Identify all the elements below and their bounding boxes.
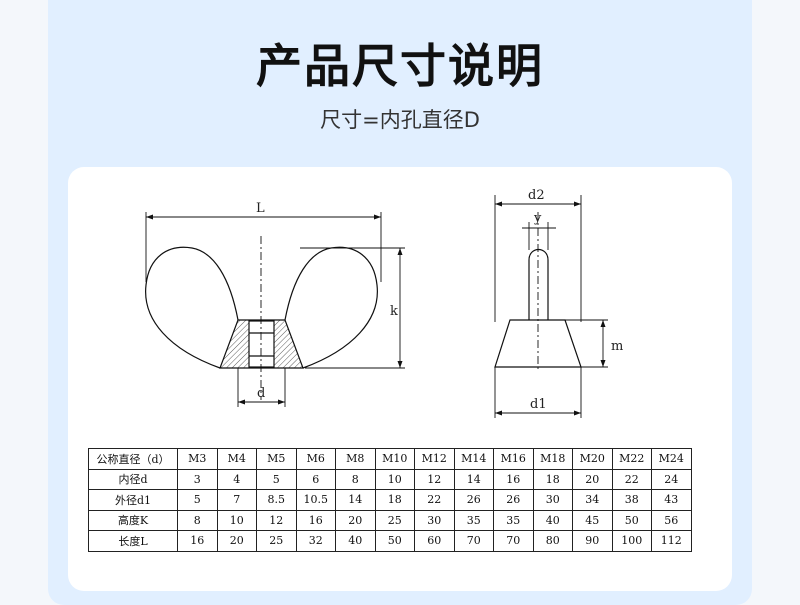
spec-table: 公称直径（d） M3 M4 M5 M6 M8 M10 M12 M14 M16 M… [88,448,692,552]
table-row: 高度K 8 10 12 16 20 25 30 35 35 40 45 50 5… [88,509,692,531]
table-cell: 14 [335,489,376,511]
table-cell: 32 [295,530,336,552]
table-cell: 38 [611,489,652,511]
row-label: 内径d [88,468,178,490]
table-header-cell: M14 [453,448,494,470]
table-cell: 70 [493,530,534,552]
table-header-cell: M24 [651,448,692,470]
table-header-label: 公称直径（d） [88,448,178,470]
label-m: m [611,339,623,354]
table-header-cell: M12 [414,448,455,470]
table-cell: 16 [493,468,534,490]
table-cell: 14 [453,468,494,490]
table-cell: 60 [414,530,455,552]
right-wing [284,246,378,369]
table-cell: 16 [177,530,218,552]
table-header-cell: M10 [374,448,415,470]
label-d: d [257,386,265,401]
page-title: 产品尺寸说明 [256,39,544,93]
table-cell: 34 [572,489,613,511]
table-header-cell: M3 [177,448,218,470]
row-label: 高度K [88,509,178,531]
left-wing [145,246,239,369]
table-cell: 10 [216,509,257,531]
table-cell: 24 [651,468,692,490]
side-view [494,195,608,418]
row-label: 外径d1 [88,489,178,511]
table-cell: 80 [532,530,573,552]
table-cell: 20 [335,509,376,531]
label-k: k [390,304,398,319]
table-cell: 22 [611,468,652,490]
bore [248,320,275,368]
table-row: 长度L 16 20 25 32 40 50 60 70 70 80 90 100… [88,530,692,552]
table-cell: 26 [493,489,534,511]
table-cell: 8.5 [256,489,297,511]
table-cell: 5 [256,468,297,490]
table-cell: 30 [414,509,455,531]
table-header-cell: M5 [256,448,297,470]
table-header-cell: M6 [295,448,336,470]
table-header-cell: M16 [493,448,534,470]
table-cell: 8 [177,509,218,531]
table-header-cell: M8 [335,448,376,470]
label-d1: d1 [530,397,547,412]
table-cell: 22 [414,489,455,511]
table-cell: 8 [335,468,376,490]
table-cell: 10 [374,468,415,490]
table-cell: 5 [177,489,218,511]
table-cell: 56 [651,509,692,531]
table-cell: 26 [453,489,494,511]
table-header-row: 公称直径（d） M3 M4 M5 M6 M8 M10 M12 M14 M16 M… [88,448,692,470]
table-row: 内径d 3 4 5 6 8 10 12 14 16 18 20 22 24 [88,468,692,490]
table-cell: 18 [532,468,573,490]
table-header-cell: M22 [611,448,652,470]
table-cell: 43 [651,489,692,511]
table-cell: 7 [216,489,257,511]
table-cell: 45 [572,509,613,531]
label-y: y [533,211,542,226]
table-cell: 20 [572,468,613,490]
table-cell: 50 [374,530,415,552]
table-cell: 70 [453,530,494,552]
stem [528,248,549,320]
table-cell: 3 [177,468,218,490]
table-cell: 112 [651,530,692,552]
table-cell: 4 [216,468,257,490]
table-cell: 50 [611,509,652,531]
table-cell: 90 [572,530,613,552]
table-cell: 40 [532,509,573,531]
table-cell: 30 [532,489,573,511]
table-header-cell: M18 [532,448,573,470]
table-header-cell: M4 [216,448,257,470]
table-row: 外径d1 5 7 8.5 10.5 14 18 22 26 26 30 34 3… [88,489,692,511]
page-subtitle: 尺寸=内孔直径D [320,108,480,132]
table-cell: 35 [453,509,494,531]
table-header-cell: M20 [572,448,613,470]
table-cell: 25 [374,509,415,531]
label-d2: d2 [528,188,545,203]
table-cell: 20 [216,530,257,552]
table-cell: 6 [295,468,336,490]
table-cell: 12 [414,468,455,490]
table-cell: 40 [335,530,376,552]
table-cell: 18 [374,489,415,511]
table-cell: 16 [295,509,336,531]
table-cell: 10.5 [295,489,336,511]
row-label: 长度L [88,530,178,552]
table-cell: 12 [256,509,297,531]
table-cell: 100 [611,530,652,552]
table-cell: 25 [256,530,297,552]
table-cell: 35 [493,509,534,531]
front-view [145,212,405,407]
label-L: L [256,201,265,216]
